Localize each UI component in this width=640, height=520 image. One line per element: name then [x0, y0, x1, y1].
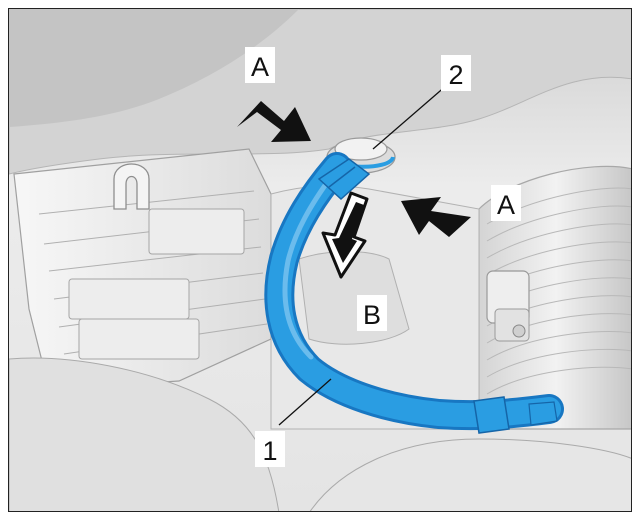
callout-b: B	[363, 300, 381, 330]
arrow-b	[321, 191, 369, 279]
filter-housing	[478, 165, 631, 430]
foreground-left	[9, 357, 280, 511]
callout-a-right: A	[497, 190, 515, 220]
label-box-b	[357, 295, 387, 331]
engine-bay-illustration: A 2 A B 1	[9, 9, 631, 511]
arrow-a-left	[237, 101, 311, 142]
callout-2: 2	[448, 60, 463, 90]
callout-a-left: A	[251, 52, 269, 82]
callout-1: 1	[262, 436, 277, 466]
diagram-frame: A 2 A B 1	[8, 8, 632, 512]
foreground-right	[309, 438, 631, 511]
label-box-1	[255, 431, 285, 467]
hose-fitting	[326, 137, 396, 174]
hood-shadow	[9, 9, 299, 127]
label-box-a-right	[491, 185, 521, 221]
leader-line-1	[278, 378, 332, 426]
arrow-a-right	[401, 197, 471, 237]
hose	[264, 152, 564, 434]
leader-line-2	[372, 84, 448, 150]
label-box-a-left	[245, 47, 275, 83]
leader-lines	[278, 84, 448, 426]
control-module	[13, 148, 272, 390]
label-box-2	[441, 55, 471, 91]
